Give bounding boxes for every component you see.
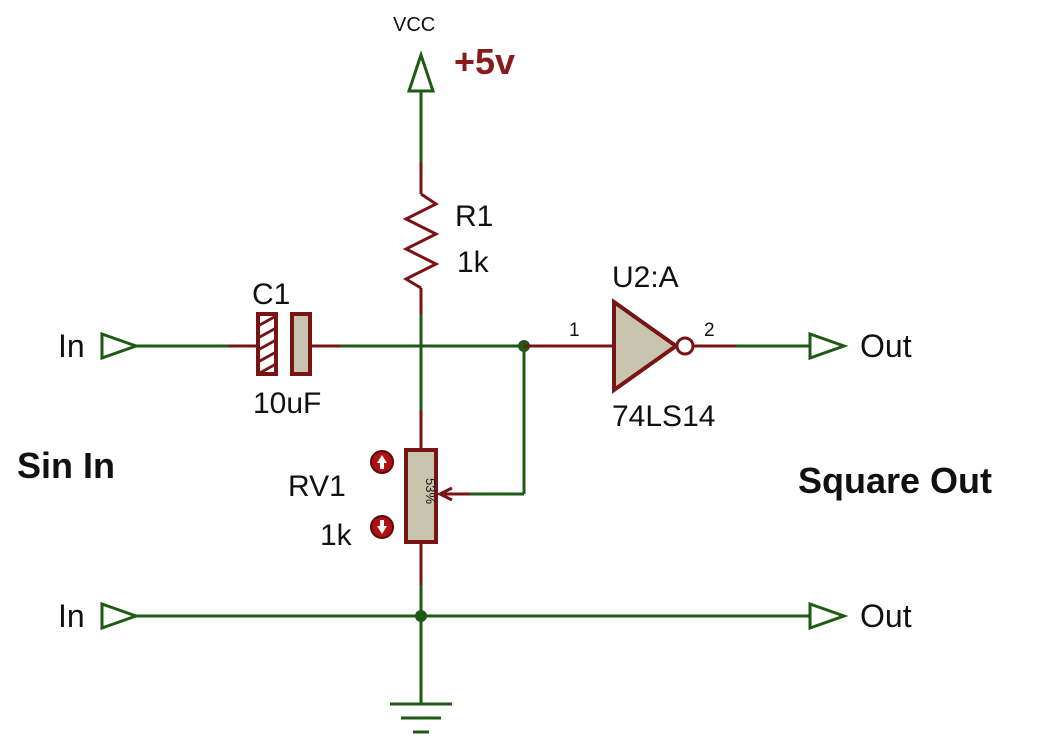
- increment-arrow-icon[interactable]: [370, 450, 394, 474]
- supply-voltage-label: +5v: [454, 41, 515, 82]
- u2-pin-in-label: 1: [569, 320, 580, 341]
- input-terminal-bottom-arrow: [100, 601, 141, 631]
- rv1-value-label: 1k: [320, 519, 353, 552]
- inverter-bubble: [675, 336, 695, 356]
- resistor-r1[interactable]: R1 1k: [402, 162, 493, 314]
- c1-negative-plate: [290, 312, 312, 376]
- u2-part-label: 74LS14: [612, 400, 715, 433]
- input-terminal-bottom[interactable]: In: [58, 598, 141, 634]
- right-caption: Square Out: [798, 460, 992, 501]
- output-terminal-bottom[interactable]: Out: [808, 598, 912, 634]
- r1-ref-label: R1: [455, 200, 493, 233]
- junction-dot-bottom: [415, 610, 427, 622]
- rv1-ref-label: RV1: [288, 470, 346, 503]
- output-terminal-top-arrow: [808, 331, 849, 361]
- input-terminal-top[interactable]: In: [58, 328, 141, 364]
- vcc-power-terminal[interactable]: VCC +5v: [393, 14, 515, 93]
- left-caption: Sin In: [17, 445, 115, 486]
- u2-ref-label: U2:A: [612, 261, 679, 294]
- input-terminal-top-arrow: [100, 331, 141, 361]
- r1-value-label: 1k: [457, 246, 490, 279]
- output-terminal-bottom-arrow: [808, 601, 849, 631]
- potentiometer-rv1[interactable]: 53% RV1 1k: [288, 410, 470, 585]
- output-terminal-top[interactable]: Out: [808, 328, 912, 364]
- vcc-net-label: VCC: [393, 14, 435, 36]
- decrement-arrow-icon[interactable]: [370, 515, 394, 539]
- input-terminal-bottom-label: In: [58, 598, 85, 634]
- c1-ref-label: C1: [252, 278, 290, 311]
- u2-pin-out-label: 2: [704, 320, 715, 341]
- rv1-body: [404, 448, 438, 544]
- input-terminal-top-label: In: [58, 328, 85, 364]
- ground-symbol[interactable]: [390, 702, 452, 734]
- wires: [136, 91, 810, 703]
- output-terminal-top-label: Out: [860, 328, 912, 364]
- capacitor-c1[interactable]: C1 10uF: [228, 278, 340, 420]
- c1-value-label: 10uF: [253, 387, 321, 420]
- inverter-u2a[interactable]: 1 2 U2:A 74LS14: [524, 261, 736, 433]
- rv1-wiper-percent: 53%: [423, 478, 438, 504]
- inverter-triangle: [612, 298, 680, 394]
- vcc-power-arrow: [406, 50, 436, 93]
- output-terminal-bottom-label: Out: [860, 598, 912, 634]
